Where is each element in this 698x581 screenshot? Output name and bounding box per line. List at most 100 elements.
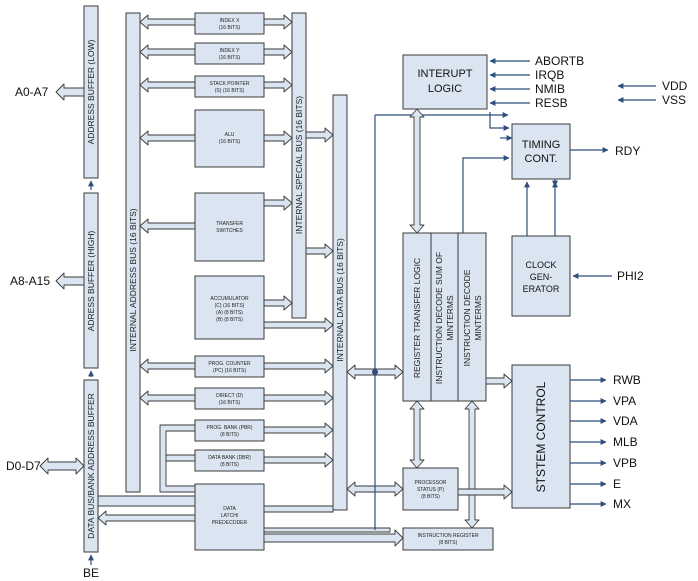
index-x-register: [194, 12, 265, 35]
data-latch-predecoder: [194, 483, 265, 551]
prog-bank-bits: (8 BITS): [220, 432, 239, 438]
ir-decode-link: [464, 400, 480, 529]
alu-label: ALU: [225, 132, 235, 138]
data-latch-to-buffer: [97, 510, 196, 526]
interrupt-logic-label-2: LOGIC: [428, 83, 462, 95]
internal-special-bus: [291, 12, 307, 319]
instruction-decode: [457, 232, 487, 402]
transfer-switches: [194, 192, 265, 262]
prog-bank-label: PROG. BANK (PBR): [206, 425, 252, 431]
pin-phi2: PHI2: [617, 269, 644, 283]
instruction-decode-sum: [430, 232, 459, 402]
system-control-outputs: [570, 377, 607, 507]
pin-nmib: NMIB: [535, 82, 565, 96]
transfer-label: TRANSFER: [216, 221, 243, 227]
system-control-label: STSTEM CONTROL: [534, 381, 548, 492]
accumulator-label: ACCUMULATOR: [210, 296, 249, 302]
index-y-register: [194, 42, 265, 65]
transfer-status-link: [409, 400, 425, 469]
pin-rdy: RDY: [615, 144, 640, 158]
data-latch-label-3: PREDECODER: [212, 520, 248, 526]
decode-label-2: MINTERMS: [473, 295, 483, 341]
system-control: [511, 364, 571, 509]
pin-d0-d7: D0-D7: [6, 459, 41, 473]
interrupt-transfer-link: [409, 108, 425, 234]
accumulator-block: [194, 275, 265, 340]
data-bank-bits: (8 BITS): [220, 462, 239, 468]
internal-address-bus-label: INTERNAL ADDRESS BUS (16 BITS): [128, 208, 138, 351]
pin-mx: MX: [613, 497, 631, 511]
latch-to-ir-line: [263, 527, 391, 533]
timing-label-2: CONT.: [525, 153, 558, 165]
prog-bank-register: [194, 419, 265, 442]
pin-resb: RESB: [535, 96, 568, 110]
internal-address-bus: [125, 12, 141, 493]
prog-counter-bits: (PC) (16 BITS): [213, 368, 246, 374]
data-latch-label-2: LATCH/: [221, 513, 239, 519]
decode-to-system-control: [485, 373, 513, 389]
stack-pointer-register: [194, 75, 265, 98]
pin-a8-a15: A8-A15: [10, 274, 50, 288]
processor-status-label-2: STATUS (P): [417, 487, 444, 493]
address-buffer-low-label: ADDRESS BUFFER (LOW): [86, 39, 96, 144]
data-latch-to-data-bus: [263, 505, 334, 513]
pin-be: BE: [83, 566, 99, 580]
decode-label: INSTRUCTION DECODE: [462, 269, 472, 366]
a8-a15-arrow: [55, 272, 85, 290]
pin-a0-a7: A0-A7: [15, 85, 49, 99]
stack-pointer-label: STACK POINTER: [210, 81, 250, 87]
alu-block: [194, 109, 265, 168]
clock-label-2: GEN-: [530, 272, 553, 282]
pin-rwb: RWB: [613, 373, 641, 387]
timing-label: TIMING: [522, 139, 561, 151]
address-bus-to-buffer: [97, 495, 196, 507]
junction-dot: [372, 369, 378, 375]
prog-counter-register: [194, 355, 265, 378]
decode-to-timing: [462, 155, 510, 233]
clock-label: CLOCK: [525, 260, 556, 270]
pin-abortb: ABORTB: [535, 54, 584, 68]
data-bank-label: DATA BANK (DBR): [208, 455, 251, 461]
processor-status-register: [402, 467, 459, 511]
register-transfer-label: REGISTER TRANSFER LOGIC: [412, 258, 422, 378]
accumulator-c: (C) (16 BITS): [215, 303, 245, 309]
accumulator-b: (B) (8 BITS): [216, 317, 243, 323]
a0-a7-arrow: [55, 83, 85, 101]
pin-vdd: VDD: [662, 79, 688, 93]
direct-bits: (16 BITS): [219, 400, 241, 406]
data-latch-label: DATA: [223, 506, 236, 512]
instruction-register-bits: (8 BITS): [439, 540, 458, 546]
data-bank-register: [194, 449, 265, 472]
pin-vda: VDA: [613, 414, 638, 428]
accumulator-a: (A) (8 BITS): [216, 310, 243, 316]
pin-mlb: MLB: [613, 435, 638, 449]
prog-counter-label: PROG. COUNTER: [208, 361, 251, 367]
address-buffer-high-label: ADRESS BUFFER (HIGH): [86, 231, 96, 332]
pin-e: E: [613, 477, 621, 491]
status-to-system-control: [457, 484, 513, 500]
latch-to-instruction-register: [263, 529, 404, 547]
timing-control: [511, 123, 571, 180]
pin-vss: VSS: [662, 93, 686, 107]
index-x-bits: (16 BITS): [219, 25, 241, 31]
interrupt-to-timing: [489, 112, 510, 131]
interrupt-logic-label: INTERUPT: [418, 68, 473, 80]
alu-bits: (16 BITS): [219, 139, 241, 145]
index-x-label: INDEX X: [219, 18, 240, 24]
pin-vpb: VPB: [613, 456, 637, 470]
stack-pointer-bits: (S) (16 BITS): [215, 88, 245, 94]
processor-status-label: PROCESSOR: [415, 480, 447, 486]
direct-label: DIRECT (D): [216, 393, 243, 399]
pin-irqb: IRQB: [535, 68, 564, 82]
d0-d7-arrow: [39, 457, 85, 475]
transfer-label-2: SWITCHES: [216, 228, 243, 234]
direct-register: [194, 387, 265, 410]
clock-generator: [511, 235, 571, 317]
index-y-label: INDEX Y: [220, 48, 241, 54]
interrupt-logic: [402, 54, 488, 110]
processor-status-bits: (8 BITS): [421, 494, 440, 500]
instruction-register-label: INSTRUCTION REGISTER: [417, 533, 479, 539]
internal-special-bus-label: INTERNAL SPECIAL BUS (16 BITS): [294, 96, 304, 234]
instruction-register: [402, 527, 494, 551]
